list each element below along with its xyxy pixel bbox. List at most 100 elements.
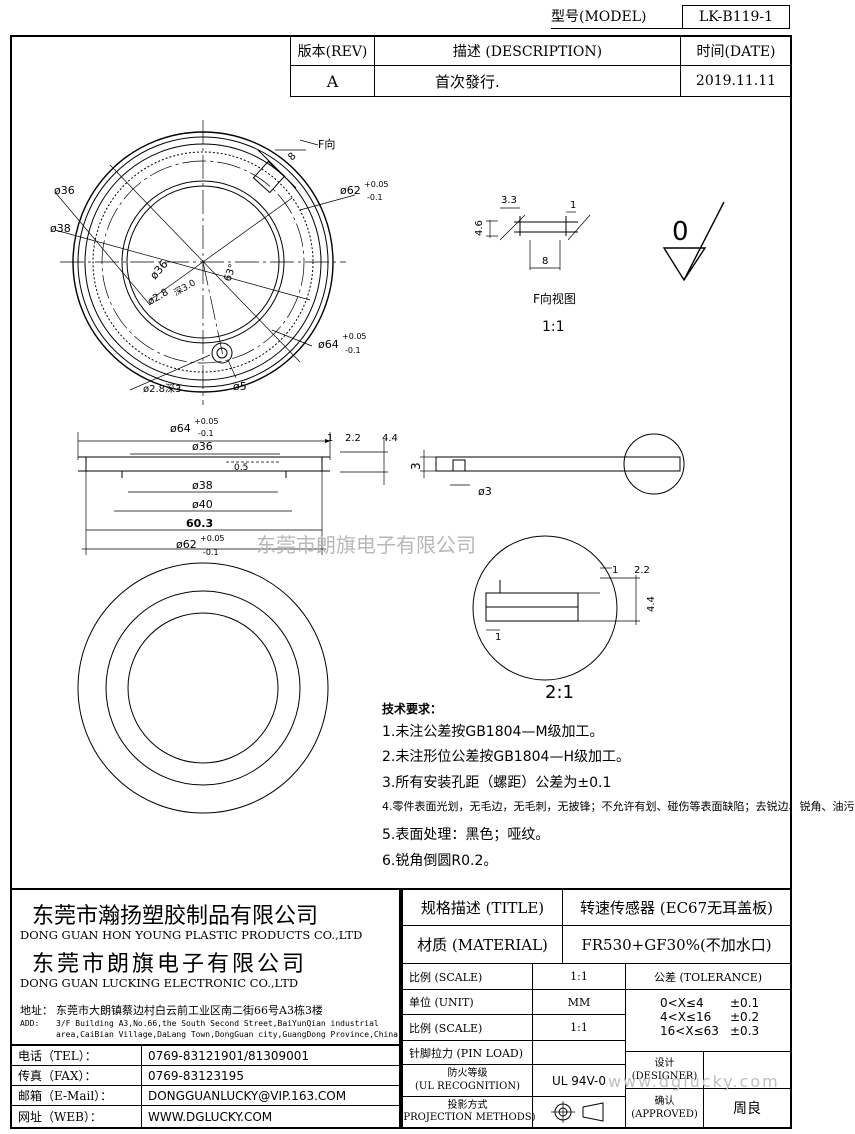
model-label: 型号(MODEL) — [551, 9, 647, 25]
fax-label: 传真（FAX）： — [12, 1066, 142, 1086]
dim-fv-3-3: 3.3 — [501, 195, 517, 206]
company-name-en-2: DONG GUAN LUCKING ELECTRONIC CO.,LTD — [20, 976, 299, 990]
sec-d64-tol-dn: -0.1 — [198, 429, 214, 438]
fire-label: 防火等级 (UL RECOGNITION) — [403, 1065, 533, 1097]
dim-d62-tol-up: +0.05 — [364, 180, 389, 189]
dim-d64-tol-up: +0.05 — [342, 332, 367, 341]
desc-value: 首次發行. — [375, 66, 681, 96]
surface-symbol-value: 0 — [672, 217, 689, 247]
model-value-box: LK-B119-1 — [682, 5, 790, 29]
company-name-cn-1: 东莞市瀚扬塑胶制品有限公司 — [32, 904, 319, 929]
desc-col-header: 描述 (DESCRIPTION) — [375, 36, 681, 66]
section-view-labels: ø64 +0.05 -0.1 ø36 ø38 ø40 60.3 ø62 +0.0… — [170, 417, 398, 557]
address-en-label: ADD: — [20, 1019, 40, 1028]
tol-range-1: 0<X≤4 — [660, 996, 704, 1010]
material-label: 材质 (MATERIAL) — [403, 926, 563, 964]
section-view — [77, 432, 388, 555]
side-dim-3: 3 — [409, 462, 423, 470]
unit-label: 单位 (UNIT) — [403, 990, 533, 1015]
note-4: 4.零件表面光划，无毛边，无毛刺，无披锋；不允许有划、碰伤等表面缺陷；去锐边、锐… — [382, 800, 855, 813]
dim-d2-8: ø2.8 — [146, 287, 171, 308]
header-rule — [551, 28, 682, 29]
sec-dim-d62: ø62 — [176, 538, 197, 551]
designer-value — [704, 1051, 790, 1089]
sec-dim-d64: ø64 — [170, 422, 191, 435]
date-col-header: 时间(DATE) — [681, 36, 791, 66]
side-dim-d3: ø3 — [478, 485, 492, 498]
title-block-watermark: www.dglucky.com — [608, 1072, 780, 1091]
note-3: 3.所有安装孔距（螺距）公差为±0.1 — [382, 775, 612, 791]
f-view-scale: 1:1 — [542, 319, 565, 335]
scale2-label: 比例 (SCALE) — [403, 1015, 533, 1041]
company-name-cn-2: 东莞市朗旗电子有限公司 — [32, 952, 308, 977]
tel-label: 电话（TEL）： — [12, 1046, 142, 1066]
web-value: WWW.DGLUCKY.COM — [148, 1109, 273, 1124]
approved-label-cn: 确认 — [654, 1096, 675, 1107]
f-view-labels: 3.3 1 4.6 8 F向视图 1:1 — [474, 195, 576, 335]
sec-dim-d40: ø40 — [192, 498, 213, 511]
title-label: 规格描述 (TITLE) — [403, 890, 563, 926]
f-view-title: F向视图 — [533, 291, 576, 306]
address-cn: 东莞市大朗镇蔡边村白云前工业区南二街66号A3栋3楼 — [56, 1004, 323, 1017]
top-view-labels: F向 8 ø36 ø38 ø62 +0.05 -0.1 ø36 ø2.8 深3.… — [50, 137, 389, 395]
dim-fv-4-6: 4.6 — [474, 220, 485, 236]
dim-f-8: 8 — [286, 151, 298, 163]
dim-fv-1: 1 — [570, 200, 576, 211]
sec-dim-d38: ø38 — [192, 479, 213, 492]
tolerance-table: 0<X≤4 ±0.1 4<X≤16 ±0.2 16<X≤63 ±0.3 — [626, 990, 790, 1041]
det-dim-1-top: 1 — [612, 565, 618, 576]
unit-value: MM — [533, 990, 626, 1015]
tol-value-2: ±0.2 — [730, 1010, 760, 1024]
designer-label: 设计 (DESIGNER) — [626, 1051, 704, 1089]
tolerance-label: 公差 (TOLERANCE) — [626, 964, 790, 990]
rev-col-header: 版本(REV) — [291, 36, 375, 66]
dim-d36-b: ø36 — [147, 258, 170, 282]
revision-table: 版本(REV) 描述 (DESCRIPTION) 时间(DATE) A 首次發行… — [290, 35, 792, 97]
scale-value: 1:1 — [533, 964, 626, 990]
fire-value: UL 94V-0 — [533, 1065, 626, 1097]
sec-d64-tol-up: +0.05 — [194, 417, 219, 426]
model-value: LK-B119-1 — [698, 9, 774, 25]
sec-dim-1: 1 — [327, 433, 333, 444]
sec-dim-d36: ø36 — [192, 440, 213, 453]
projection-symbol — [533, 1097, 626, 1127]
contact-table: 电话（TEL）： 0769-83121901/81309001 传真（FAX）：… — [10, 1044, 401, 1129]
tol-value-1: ±0.1 — [730, 996, 760, 1010]
tol-value-3: ±0.3 — [730, 1024, 760, 1038]
projection-label: 投影方式 (PROJECTION METHODS) — [399, 1097, 536, 1127]
dim-d5: ø5 — [233, 380, 247, 393]
projection-label-en: (PROJECTION METHODS) — [399, 1112, 536, 1123]
sec-dim-4-4: 4.4 — [382, 433, 398, 444]
note-1: 1.未注公差按GB1804—M级加工。 — [382, 724, 604, 740]
detail-view-labels: 1 2.2 4.4 1 2:1 — [495, 565, 657, 703]
note-2: 2.未注形位公差按GB1804—H级加工。 — [382, 749, 630, 765]
tol-range-3: 16<X≤63 — [660, 1024, 719, 1038]
web-label: 网址（WEB）： — [12, 1106, 142, 1127]
approved-label-en: (APPROVED) — [631, 1109, 698, 1120]
sec-d62-tol-up: +0.05 — [200, 534, 225, 543]
approved-value: 周良 — [733, 1101, 761, 1117]
fire-label-en: (UL RECOGNITION) — [415, 1080, 520, 1092]
technical-drawing: F向 8 ø36 ø38 ø62 +0.05 -0.1 ø36 ø2.8 深3.… — [50, 120, 725, 814]
f-direction-label: F向 — [318, 137, 335, 151]
tel-value: 0769-83121901/81309001 — [142, 1046, 399, 1066]
notes-title: 技术要求： — [382, 702, 443, 716]
sec-dim-2-2: 2.2 — [345, 433, 361, 444]
title-value: 转速传感器 (EC67无耳盖板) — [563, 890, 790, 926]
email-value: DONGGUANLUCKY@VIP.163.COM — [142, 1086, 399, 1106]
dim-d64-tol-dn: -0.1 — [345, 346, 361, 355]
third-angle-projection-icon — [551, 1101, 604, 1123]
fax-value: 0769-83123195 — [142, 1066, 399, 1086]
dim-d2-8-note: 深3.0 — [172, 277, 198, 298]
det-dim-4-4: 4.4 — [646, 596, 657, 612]
detail-scale: 2:1 — [545, 682, 574, 703]
designer-label-cn: 设计 — [654, 1058, 675, 1069]
dim-fv-8: 8 — [542, 256, 548, 267]
surface-symbol — [662, 201, 725, 282]
designer-label-en: (DESIGNER) — [631, 1071, 698, 1082]
scale2-value: 1:1 — [533, 1015, 626, 1041]
dim-hole-note: ø2.8深3 — [143, 383, 181, 395]
sec-dim-60-3: 60.3 — [186, 517, 213, 530]
top-view — [54, 120, 356, 405]
f-view — [486, 207, 591, 270]
